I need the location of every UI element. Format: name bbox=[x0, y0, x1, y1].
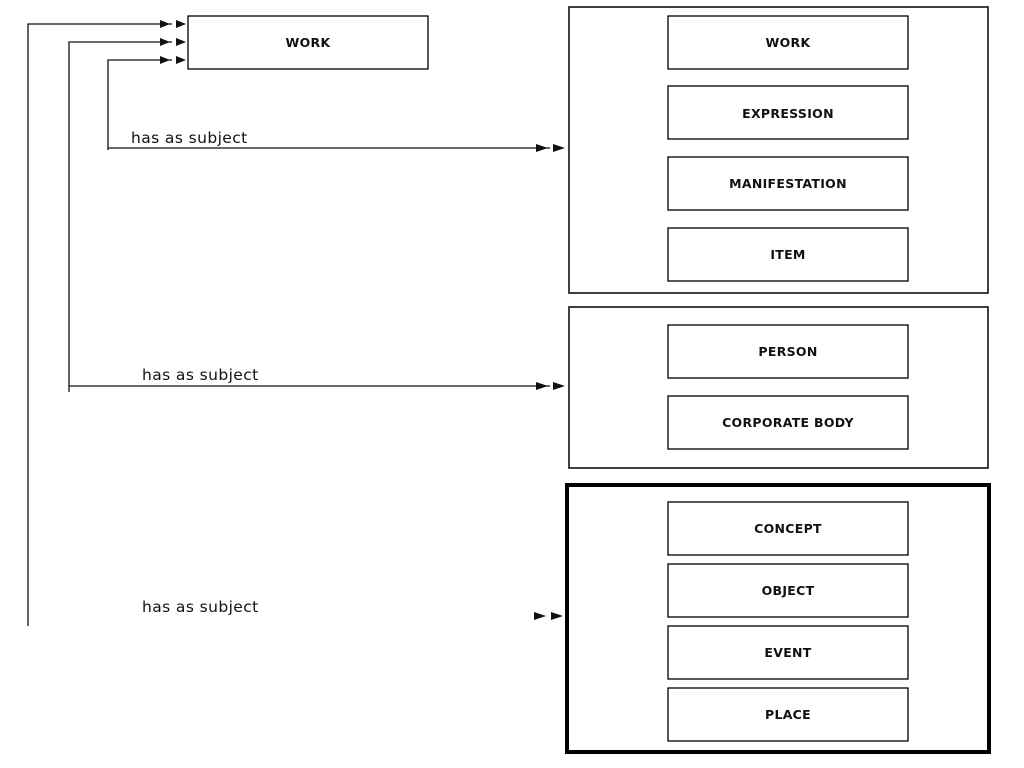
relationship-2-connector: has as subject bbox=[68, 38, 565, 392]
entity-label: EXPRESSION bbox=[742, 106, 834, 121]
entity-label: PLACE bbox=[765, 707, 811, 722]
entity-label: ITEM bbox=[770, 247, 805, 262]
group-2-entity-person: PERSON bbox=[667, 324, 909, 379]
group-1-entity-expression: EXPRESSION bbox=[667, 85, 909, 140]
group-1-container: WORK EXPRESSION MANIFESTATION ITEM bbox=[568, 6, 989, 294]
group-3-entity-place: PLACE bbox=[667, 687, 909, 742]
entity-label: CONCEPT bbox=[754, 521, 822, 536]
entity-label: WORK bbox=[766, 35, 812, 50]
relationship-1-connector: has as subject bbox=[107, 56, 565, 152]
entity-label: EVENT bbox=[764, 645, 811, 660]
relationship-3-connector: has as subject bbox=[27, 20, 563, 626]
source-work-entity: WORK bbox=[187, 15, 429, 70]
group-1-entity-work: WORK bbox=[667, 15, 909, 70]
relationship-2-label: has as subject bbox=[142, 366, 259, 384]
group-3-entity-concept: CONCEPT bbox=[667, 501, 909, 556]
group-1-entity-manifestation: MANIFESTATION bbox=[667, 156, 909, 211]
source-work-label: WORK bbox=[286, 35, 332, 50]
group-1-entity-item: ITEM bbox=[667, 227, 909, 282]
relationship-1-label: has as subject bbox=[131, 129, 248, 147]
group-2-container: PERSON CORPORATE BODY bbox=[568, 306, 989, 469]
entity-label: PERSON bbox=[758, 344, 817, 359]
relationship-3-label: has as subject bbox=[142, 598, 259, 616]
entity-label: CORPORATE BODY bbox=[722, 415, 854, 430]
entity-label: OBJECT bbox=[762, 583, 815, 598]
group-3-container: CONCEPT OBJECT EVENT PLACE bbox=[565, 483, 991, 754]
entity-label: MANIFESTATION bbox=[729, 176, 847, 191]
group-3-entity-object: OBJECT bbox=[667, 563, 909, 618]
group-3-entity-event: EVENT bbox=[667, 625, 909, 680]
group-2-entity-corporate-body: CORPORATE BODY bbox=[667, 395, 909, 450]
